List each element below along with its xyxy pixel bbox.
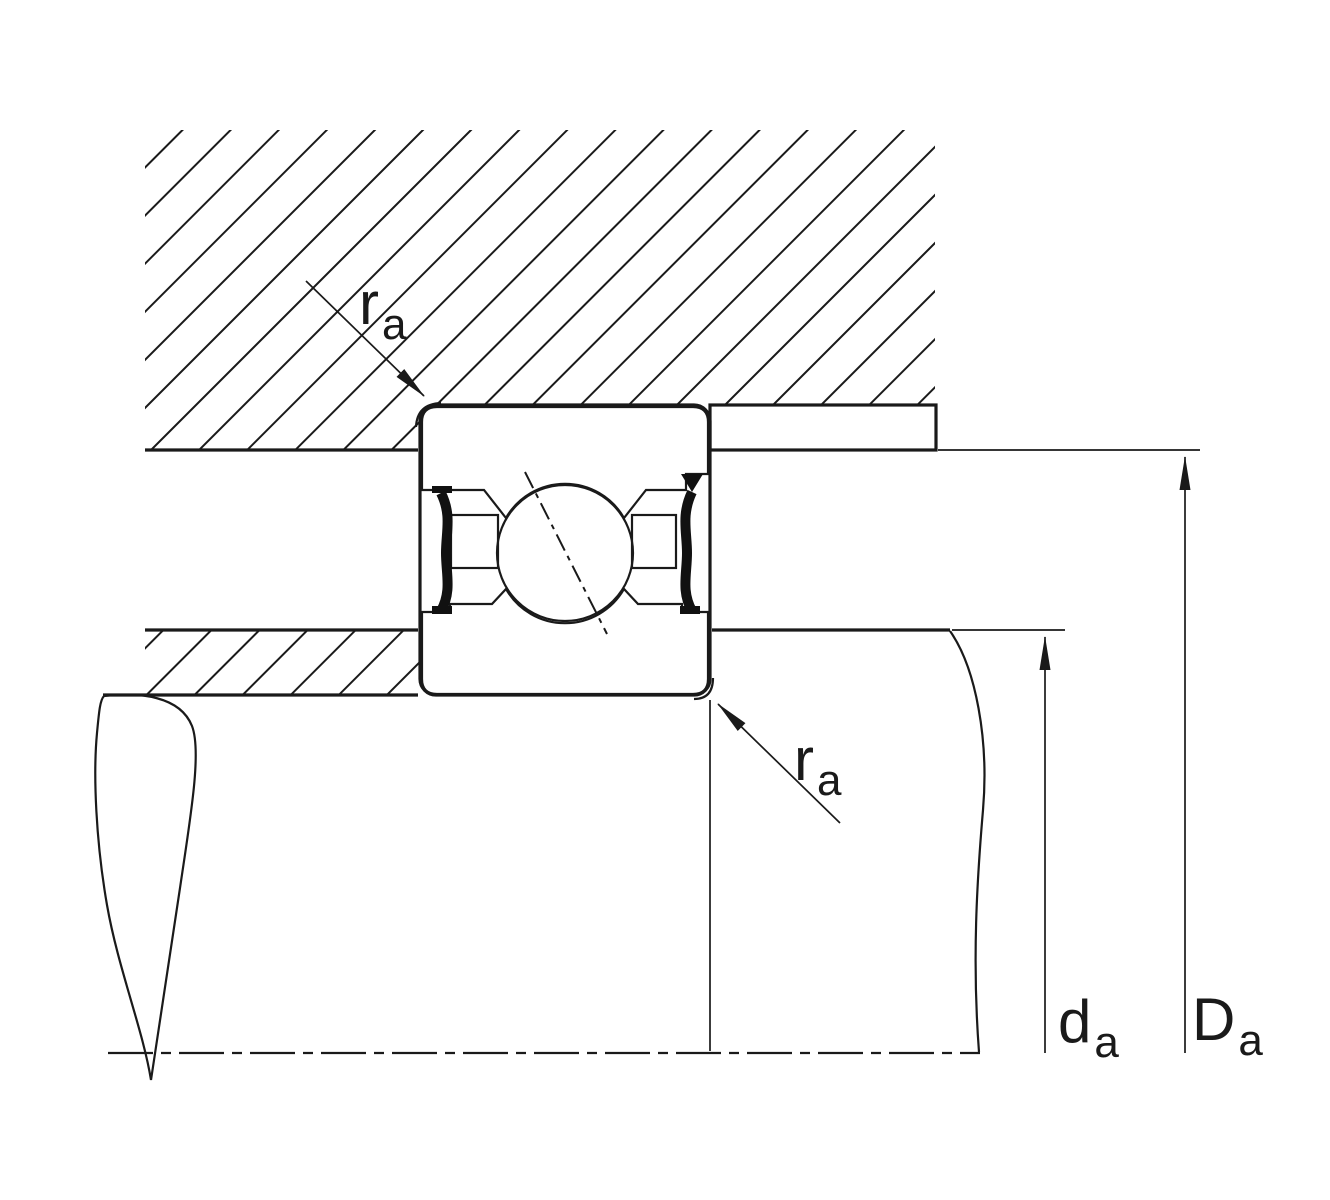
- housing-shoulder-section: [708, 403, 938, 452]
- housing-fillet-radius-label: ra: [359, 270, 407, 349]
- housing-abutment-diameter-label: Da: [1192, 986, 1263, 1065]
- bearing-ball: [495, 483, 635, 623]
- bearing-outer-ring: [420, 405, 710, 520]
- seal-left: [432, 486, 453, 614]
- cage-right: [630, 513, 678, 570]
- shaft-abutment-section: [145, 630, 420, 695]
- seal-right: [680, 474, 703, 614]
- housing-fillet-leader: [305, 280, 425, 397]
- cage-left: [449, 513, 500, 570]
- shaft-fillet-arc: [693, 677, 715, 701]
- shaft-fillet-radius-label: ra: [794, 726, 842, 805]
- bearing-inner-ring: [420, 587, 710, 696]
- shaft-fillet-leader: [717, 703, 841, 824]
- shaft-break-section: [94, 693, 197, 1081]
- shaft-shoulder-break-curve: [949, 630, 986, 1053]
- shaft-abutment-diameter-label: da: [1058, 988, 1119, 1067]
- contact-angle-centerline: [524, 471, 608, 635]
- housing-section: [145, 130, 935, 450]
